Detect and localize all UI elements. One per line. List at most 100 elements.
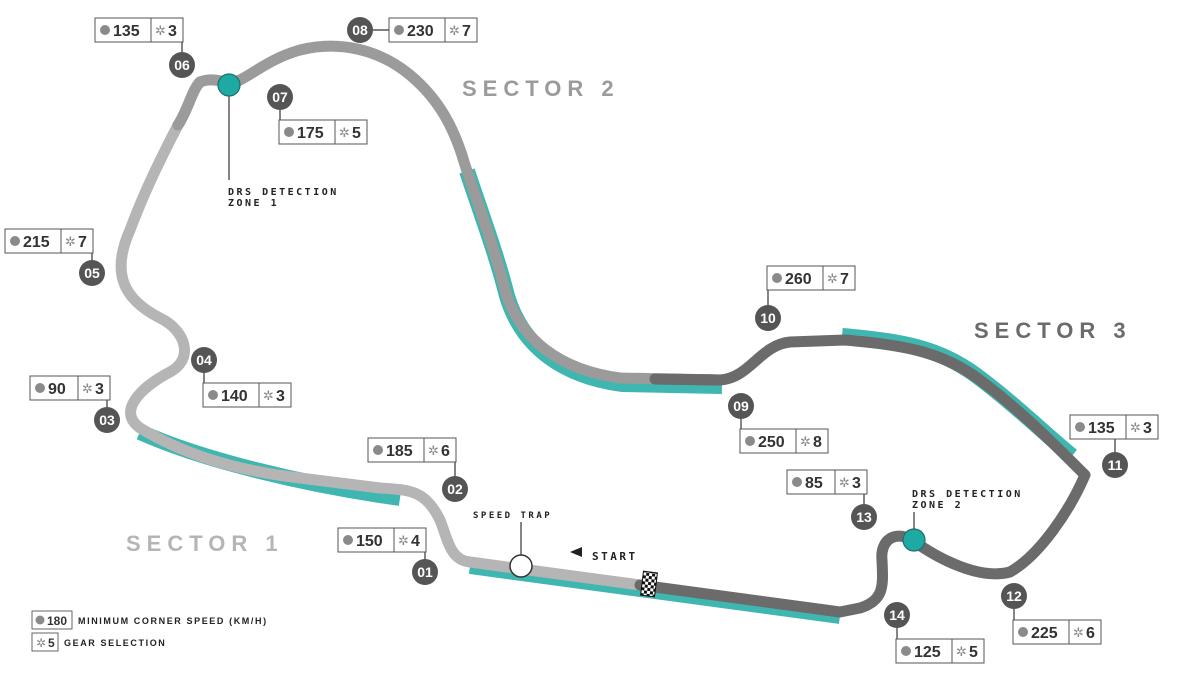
corner-gear: 7 — [462, 23, 471, 40]
gear-icon: ✲ — [428, 444, 439, 459]
corner-min-speed: 90 — [48, 381, 66, 398]
speed-icon — [1075, 422, 1085, 432]
corner-min-speed: 135 — [1088, 420, 1115, 437]
gear-icon: ✲ — [1073, 626, 1084, 641]
corner-01: 150✲401 — [337, 527, 438, 585]
corner-02: 185✲602 — [367, 437, 468, 502]
speed-icon — [284, 127, 294, 137]
legend: 180 MINIMUM CORNER SPEED (KM/H) ✲ 5 GEAR… — [31, 610, 268, 652]
finish-line-checker — [640, 570, 658, 598]
corner-min-speed: 250 — [758, 434, 785, 451]
corner-number: 07 — [272, 89, 288, 105]
speed-icon — [394, 25, 404, 35]
corner-10: 260✲710 — [755, 265, 856, 331]
corner-number: 01 — [417, 564, 433, 580]
track-sector-3 — [634, 334, 1091, 618]
corner-number-marker — [851, 504, 877, 530]
corner-gear: 3 — [852, 475, 861, 492]
track — [115, 40, 1091, 618]
corner-gear: 5 — [969, 644, 978, 661]
corner-09: 250 ✲8 09 — [728, 393, 829, 454]
speed-icon — [901, 646, 911, 656]
legend-speed-value: 180 — [47, 614, 67, 628]
corner-gear: 5 — [352, 125, 361, 142]
start-label: START — [592, 550, 638, 563]
gear-icon: ✲ — [339, 126, 350, 141]
corner-number-marker — [884, 602, 910, 628]
corner-gear: 3 — [95, 381, 104, 398]
corner-min-speed: 225 — [1031, 625, 1058, 642]
drs-zone-1-label-line2: ZONE 1 — [228, 198, 279, 209]
corner-number-marker — [267, 84, 293, 110]
corner-info-box — [337, 527, 427, 553]
corner-gear: 8 — [813, 434, 822, 451]
track-sector-1-top — [172, 76, 206, 131]
corner-min-speed: 125 — [914, 644, 941, 661]
speed-icon — [35, 383, 45, 393]
gear-icon: ✲ — [155, 24, 166, 39]
speed-icon — [1018, 627, 1028, 637]
corner-number: 08 — [352, 22, 368, 38]
gear-icon: ✲ — [449, 24, 460, 39]
corner-min-speed: 260 — [785, 271, 812, 288]
corner-number: 13 — [856, 509, 872, 525]
corner-min-speed: 150 — [356, 533, 383, 550]
corner-03: 90✲303 — [29, 375, 120, 433]
corner-number-marker — [79, 260, 105, 286]
corner-gear: 7 — [840, 271, 849, 288]
speed-icon — [208, 390, 218, 400]
sector-3-label: SECTOR 3 — [974, 318, 1132, 343]
drs-zone-sector3 — [841, 328, 1077, 463]
corner-number: 05 — [84, 265, 100, 281]
corner-min-speed: 215 — [23, 234, 50, 251]
corner-gear: 7 — [78, 234, 87, 251]
speed-icon — [792, 477, 802, 487]
gear-icon: ✲ — [36, 636, 46, 650]
corner-number-marker — [442, 476, 468, 502]
corner-min-speed: 140 — [221, 388, 248, 405]
drs-detection-2-marker — [902, 528, 926, 552]
corner-13: 85✲313 — [786, 469, 877, 530]
corner-number: 02 — [447, 481, 463, 497]
sector-1-label: SECTOR 1 — [126, 531, 284, 556]
corner-number-marker — [1102, 452, 1128, 478]
corner-number-marker — [755, 305, 781, 331]
corner-number-marker — [94, 407, 120, 433]
drs-detection-1-marker — [217, 73, 241, 97]
corner-gear: 3 — [276, 388, 285, 405]
track-sector-3-start — [654, 373, 721, 386]
corner-06: 135✲306 — [94, 17, 195, 78]
corner-min-speed: 135 — [113, 23, 140, 40]
speed-trap-label: SPEED TRAP — [473, 511, 552, 521]
drs-zone-1-label-line1: DRS DETECTION — [228, 187, 339, 198]
drs-zone-2-label-line1: DRS DETECTION — [912, 489, 1023, 500]
corner-07: 175✲507 — [267, 84, 368, 145]
gear-icon: ✲ — [956, 645, 967, 660]
corner-number-marker — [169, 52, 195, 78]
corner-min-speed: 85 — [805, 475, 823, 492]
corner-number: 09 — [733, 398, 749, 414]
gear-icon: ✲ — [827, 272, 838, 287]
legend-gear-box — [31, 632, 59, 652]
gear-icon: ✲ — [82, 382, 93, 397]
corner-08: 230 ✲7 08 — [347, 17, 478, 43]
speed-icon — [343, 535, 353, 545]
corner-number-marker — [728, 393, 754, 419]
speed-icon — [10, 236, 20, 246]
corner-markers: 150✲401185✲60290✲303140✲304215✲705135✲30… — [4, 17, 1159, 664]
corner-number-marker — [412, 559, 438, 585]
legend-gear-label: GEAR SELECTION — [64, 638, 166, 648]
corner-number: 12 — [1006, 588, 1022, 604]
legend-speed-label: MINIMUM CORNER SPEED (KM/H) — [78, 616, 268, 626]
corner-number-marker — [347, 17, 373, 43]
legend-gear-value: 5 — [48, 636, 55, 650]
gear-icon: ✲ — [1130, 421, 1141, 436]
speed-icon — [100, 25, 110, 35]
corner-gear: 3 — [168, 23, 177, 40]
gear-icon: ✲ — [800, 435, 811, 450]
corner-min-speed: 230 — [407, 23, 434, 40]
corner-number-marker — [1001, 583, 1027, 609]
corner-min-speed: 185 — [386, 443, 413, 460]
gear-icon: ✲ — [65, 235, 76, 250]
